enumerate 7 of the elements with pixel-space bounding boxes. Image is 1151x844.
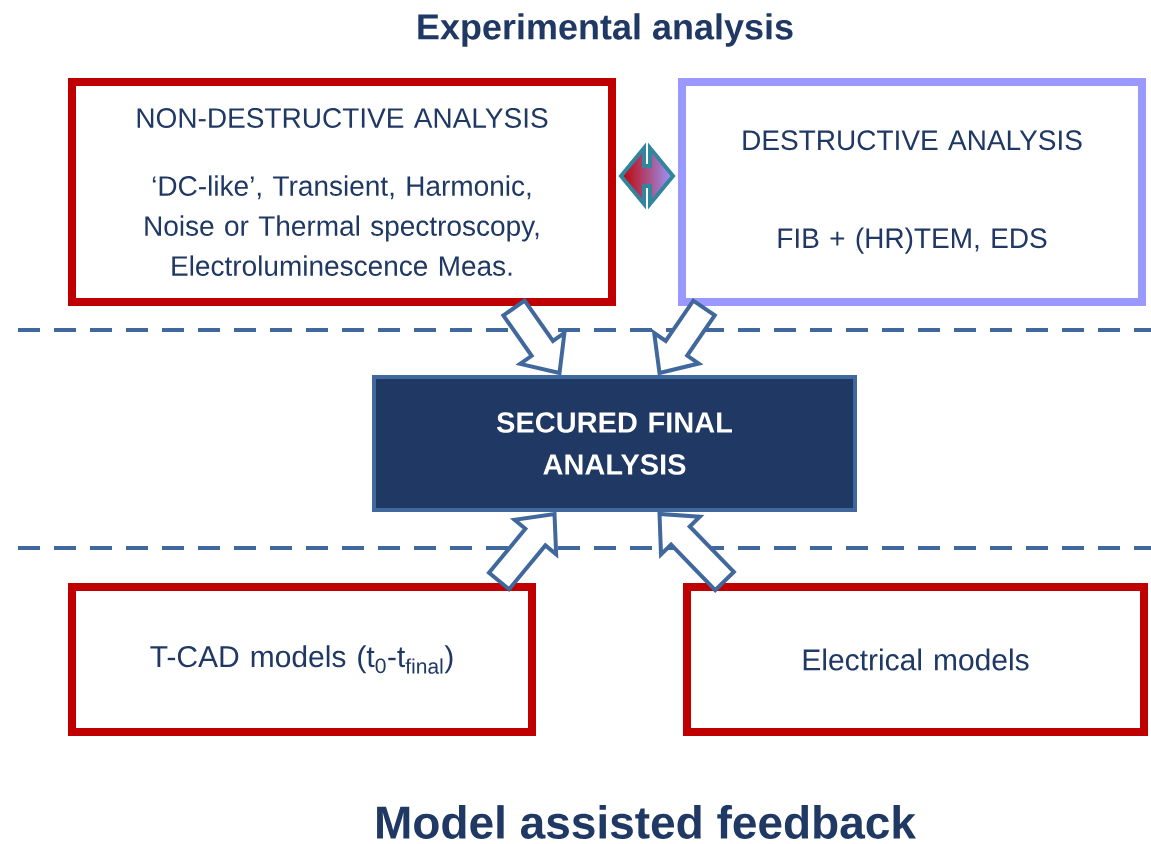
analysis-box: Electrical models	[683, 583, 1148, 736]
section-heading: Experimental analysis	[418, 13, 793, 47]
analysis-box: NON-DESTRUCTIVE ANALYSIS ‘DC-like’, Transient, Harmonic, Noise or Thermal spectroscopy, Electroluminescence Meas.	[68, 78, 616, 306]
analysis-box: T-CAD models (t$_{0}$-t$_{final}$)	[68, 583, 536, 736]
result-box: SECURED FINAL ANALYSIS	[372, 375, 857, 512]
section-heading: Model assisted feedback	[377, 805, 916, 839]
analysis-box: DESTRUCTIVE ANALYSIS FIB + (HR)TEM, EDS	[678, 78, 1146, 306]
